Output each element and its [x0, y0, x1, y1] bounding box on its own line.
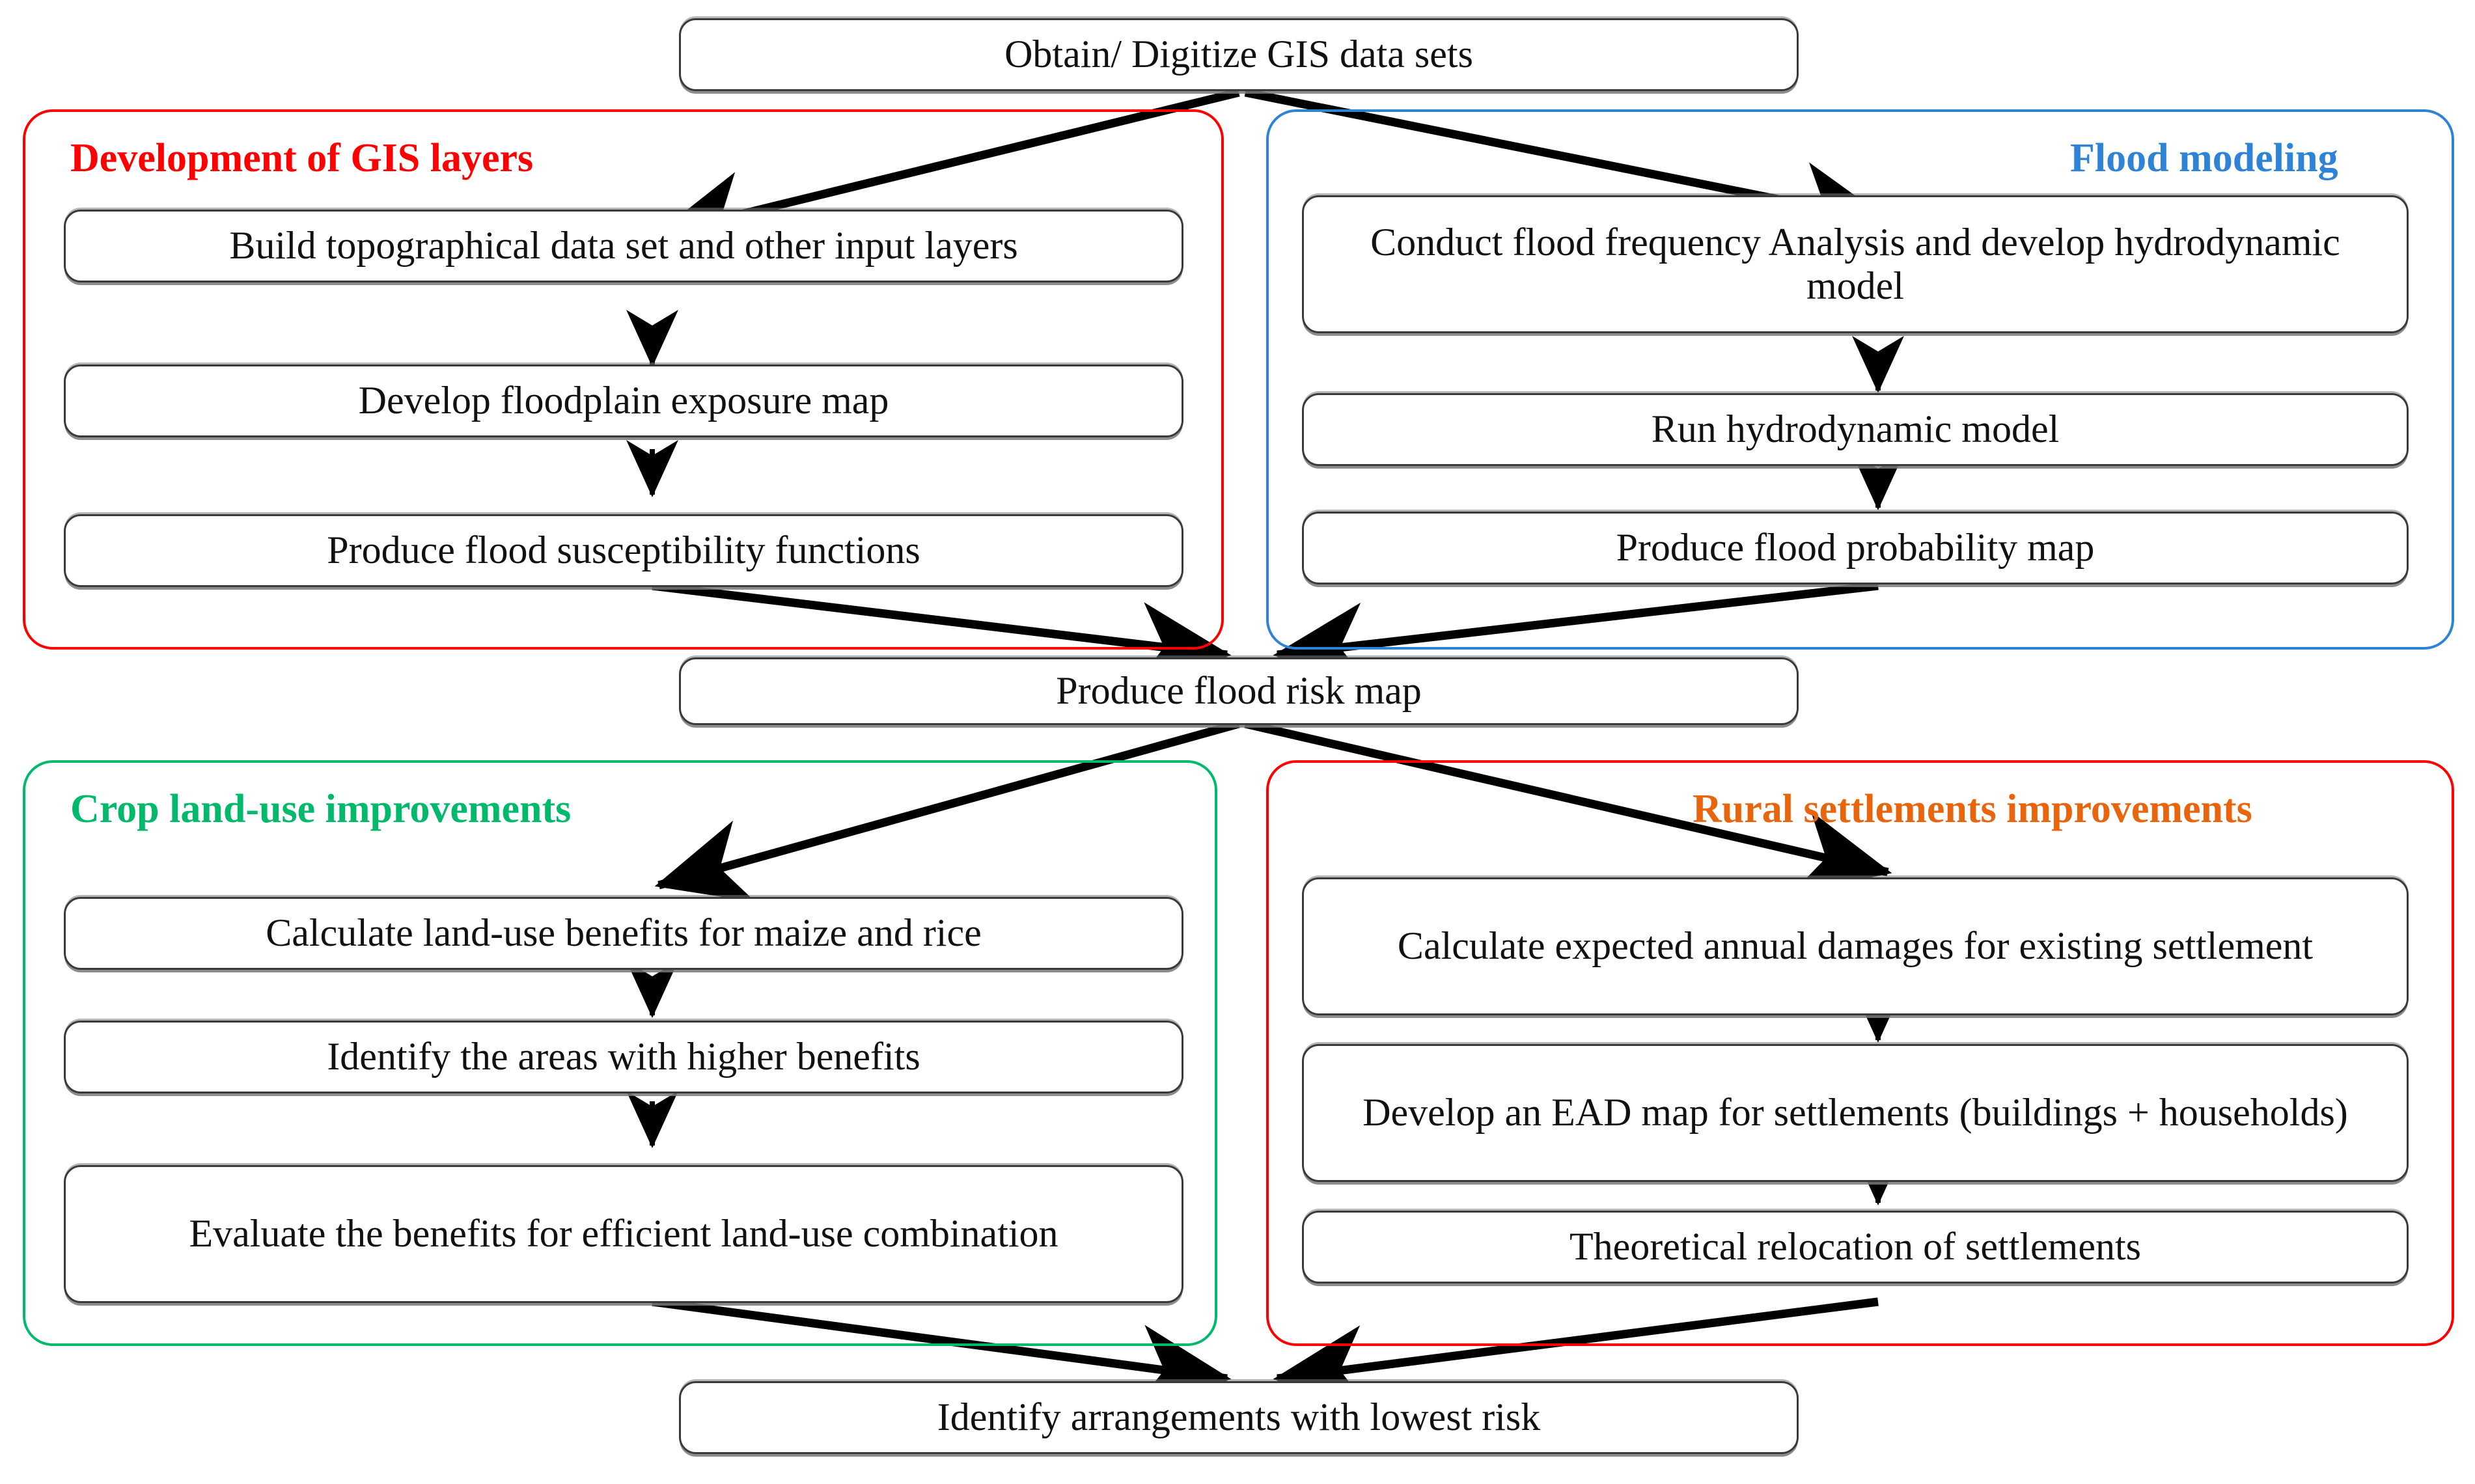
node-label: Theoretical relocation of settlements [1569, 1225, 2141, 1269]
node-label: Calculate expected annual damages for ex… [1397, 924, 2314, 968]
node-conduct-flood-frequency-analysis[interactable]: Conduct flood frequency Analysis and dev… [1302, 195, 2409, 333]
group-rural-settlements-improvements [1266, 760, 2454, 1346]
node-calculate-land-use-benefits[interactable]: Calculate land-use benefits for maize an… [64, 897, 1183, 970]
node-run-hydrodynamic-model[interactable]: Run hydrodynamic model [1302, 393, 2409, 466]
group-crop-land-use-improvements [23, 760, 1217, 1346]
node-theoretical-relocation-of-settlements[interactable]: Theoretical relocation of settlements [1302, 1211, 2409, 1284]
node-label: Calculate land-use benefits for maize an… [266, 911, 982, 955]
node-label: Identify the areas with higher benefits [327, 1035, 920, 1079]
node-label: Obtain/ Digitize GIS data sets [1004, 33, 1473, 76]
node-produce-flood-probability-map[interactable]: Produce flood probability map [1302, 512, 2409, 584]
group-title-flood-modeling: Flood modeling [2070, 136, 2338, 180]
node-identify-arrangements-lowest-risk[interactable]: Identify arrangements with lowest risk [679, 1381, 1799, 1454]
node-produce-flood-susceptibility-functions[interactable]: Produce flood susceptibility functions [64, 514, 1183, 587]
node-label: Develop an EAD map for settlements (buil… [1362, 1091, 2348, 1134]
node-label: Build topographical data set and other i… [229, 224, 1018, 268]
node-label: Evaluate the benefits for efficient land… [189, 1212, 1058, 1256]
group-title-crop-land-use-improvements: Crop land-use improvements [70, 787, 572, 831]
group-title-development-of-gis-layers: Development of GIS layers [70, 136, 534, 180]
node-evaluate-benefits-land-use-combination[interactable]: Evaluate the benefits for efficient land… [64, 1165, 1183, 1303]
node-label: Produce flood probability map [1616, 526, 2095, 570]
node-label: Identify arrangements with lowest risk [937, 1395, 1541, 1439]
node-identify-areas-higher-benefits[interactable]: Identify the areas with higher benefits [64, 1021, 1183, 1093]
node-label: Produce flood susceptibility functions [327, 529, 920, 572]
node-develop-ead-map-for-settlements[interactable]: Develop an EAD map for settlements (buil… [1302, 1044, 2409, 1182]
node-label: Conduct flood frequency Analysis and dev… [1370, 220, 2340, 307]
node-label: Run hydrodynamic model [1651, 407, 2060, 451]
group-development-of-gis-layers [23, 109, 1224, 650]
node-label: Develop floodplain exposure map [358, 379, 889, 422]
group-flood-modeling [1266, 109, 2454, 650]
node-develop-floodplain-exposure-map[interactable]: Develop floodplain exposure map [64, 364, 1183, 437]
node-obtain-digitize-gis[interactable]: Obtain/ Digitize GIS data sets [679, 18, 1799, 91]
node-calculate-expected-annual-damages[interactable]: Calculate expected annual damages for ex… [1302, 877, 2409, 1015]
group-title-rural-settlements-improvements: Rural settlements improvements [1693, 787, 2252, 831]
node-label: Produce flood risk map [1056, 669, 1422, 713]
node-produce-flood-risk-map[interactable]: Produce flood risk map [679, 657, 1799, 725]
node-build-topographical-data-set[interactable]: Build topographical data set and other i… [64, 210, 1183, 282]
